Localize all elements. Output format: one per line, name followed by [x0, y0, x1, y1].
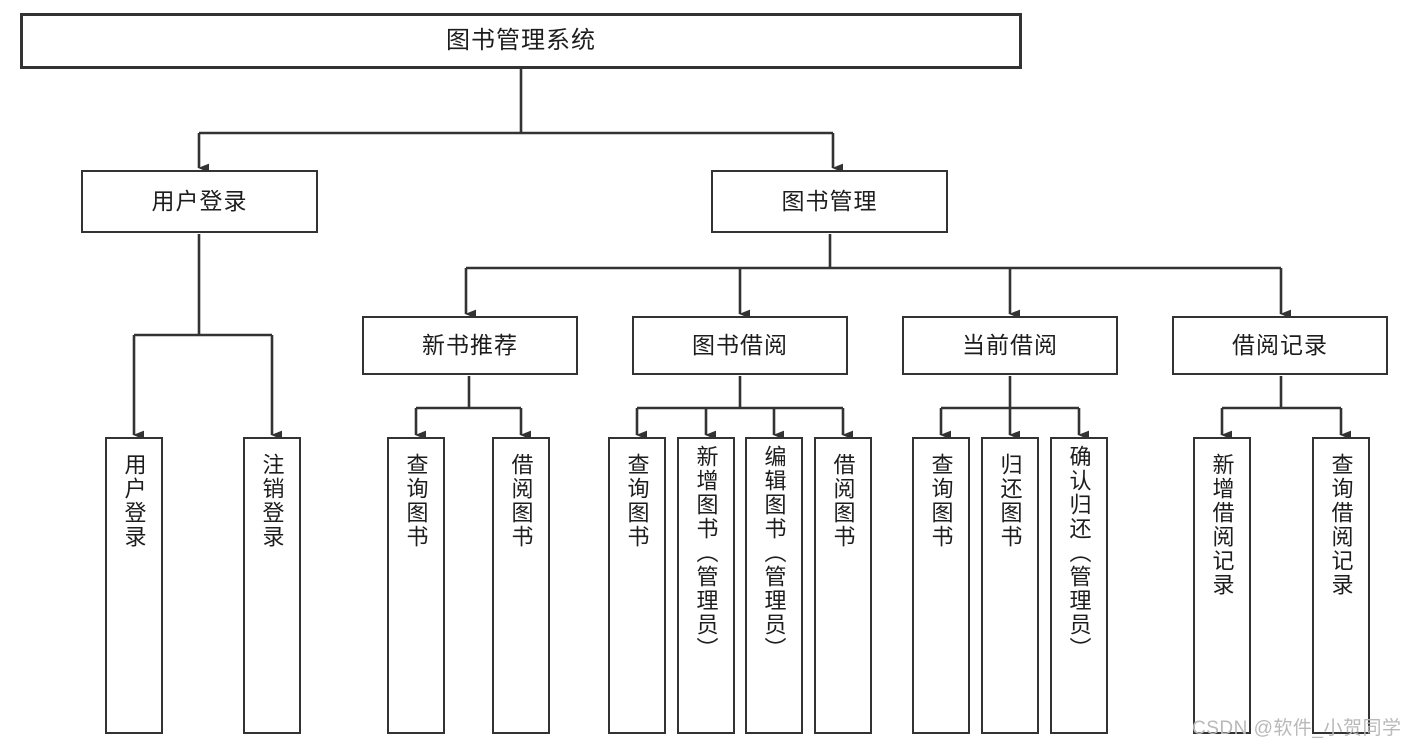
node-label: 新增借阅记录	[1209, 453, 1235, 597]
leaf-borrow-book-borrow[interactable]: 借阅图书	[814, 437, 872, 734]
node-borrow-record[interactable]: 借阅记录	[1172, 316, 1388, 375]
leaf-edit-book-admin[interactable]: 编辑图书（管理员）	[745, 437, 803, 734]
node-book-manage[interactable]: 图书管理	[711, 170, 948, 233]
leaf-query-borrow-record[interactable]: 查询借阅记录	[1312, 437, 1370, 734]
leaf-confirm-return-admin[interactable]: 确认归还（管理员）	[1050, 437, 1108, 734]
node-label: 借阅记录	[1232, 332, 1328, 359]
leaf-add-borrow-record[interactable]: 新增借阅记录	[1193, 437, 1251, 734]
node-label: 图书管理	[781, 188, 878, 215]
node-label: 注销登录	[259, 453, 285, 549]
node-book-borrow[interactable]: 图书借阅	[632, 316, 848, 375]
node-label: 查询借阅记录	[1328, 453, 1354, 597]
node-label: 确认归还（管理员）	[1066, 445, 1092, 661]
leaf-add-book-admin[interactable]: 新增图书（管理员）	[677, 437, 735, 734]
node-root-library-system[interactable]: 图书管理系统	[20, 13, 1022, 69]
node-label: 用户登录	[151, 188, 248, 215]
node-label: 当前借阅	[962, 332, 1058, 359]
node-label: 图书管理系统	[446, 27, 596, 54]
leaf-user-login[interactable]: 用户登录	[105, 437, 163, 734]
node-label: 查询图书	[624, 453, 650, 549]
node-new-book-recommend[interactable]: 新书推荐	[362, 316, 578, 375]
node-label: 查询图书	[928, 453, 954, 549]
node-label: 图书借阅	[692, 332, 788, 359]
node-label: 归还图书	[997, 453, 1023, 549]
node-label: 借阅图书	[830, 453, 856, 549]
leaf-query-book-borrow[interactable]: 查询图书	[608, 437, 666, 734]
node-label: 新增图书（管理员）	[693, 445, 719, 661]
leaf-logout-login[interactable]: 注销登录	[243, 437, 301, 734]
node-label: 用户登录	[121, 453, 147, 549]
leaf-return-book[interactable]: 归还图书	[981, 437, 1039, 734]
leaf-borrow-book-newbook[interactable]: 借阅图书	[492, 437, 550, 734]
node-current-borrow[interactable]: 当前借阅	[902, 316, 1118, 375]
node-label: 编辑图书（管理员）	[761, 445, 787, 661]
leaf-query-book-newbook[interactable]: 查询图书	[387, 437, 445, 734]
leaf-query-book-current[interactable]: 查询图书	[912, 437, 970, 734]
node-label: 查询图书	[403, 453, 429, 549]
node-user-login[interactable]: 用户登录	[81, 170, 318, 233]
node-label: 新书推荐	[422, 332, 518, 359]
node-label: 借阅图书	[508, 453, 534, 549]
